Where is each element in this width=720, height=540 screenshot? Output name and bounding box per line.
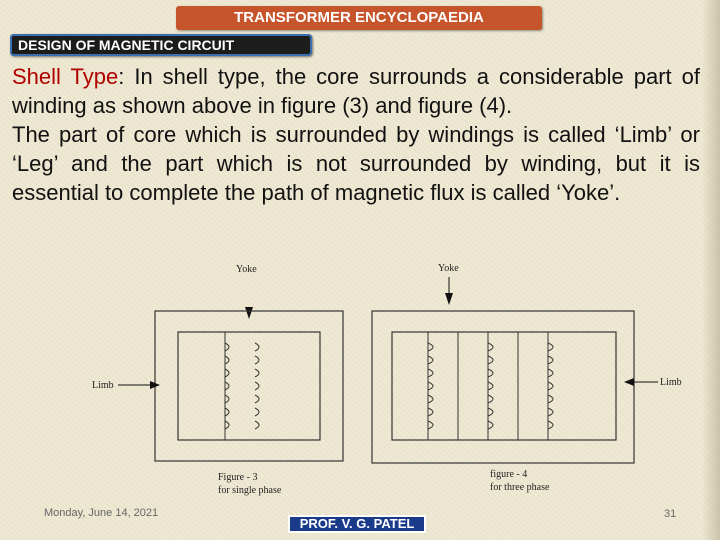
figure-4-windings [427, 342, 554, 430]
slide-edge-shadow [702, 0, 720, 540]
figure-4-yoke-arrowhead [445, 293, 453, 305]
paragraph-1-text: In shell type, the core surrounds a cons… [12, 64, 700, 118]
body-text: Shell Type: In shell type, the core surr… [12, 62, 700, 207]
figure-3-caption-2: for single phase [218, 485, 282, 496]
transformer-diagram: Yoke Limb Figure - 3 for single phase Yo… [92, 263, 682, 496]
slide-title: TRANSFORMER ENCYCLOPAEDIA [176, 6, 542, 30]
figure-3-inner-window [177, 331, 321, 441]
figure-4-limb-label: Limb [660, 377, 682, 388]
figure-3-caption-1: Figure - 3 [218, 472, 257, 483]
figure-4-caption-2: for three phase [490, 482, 550, 493]
figure-4-three-phase: Yoke Limb figure - 4 for three phase [371, 263, 682, 493]
figure-4-limb-arrowhead [624, 378, 634, 386]
figure-4-yoke-label: Yoke [438, 263, 459, 274]
paragraph-shell-type: Shell Type: In shell type, the core surr… [12, 62, 700, 120]
page-number: 31 [664, 508, 677, 520]
footer-author: PROF. V. G. PATEL [288, 515, 426, 533]
lead-separator: : [118, 64, 125, 89]
figure-3-limb-arrowhead [150, 381, 160, 389]
figure-3-limb-label: Limb [92, 380, 114, 391]
lead-term: Shell Type [12, 64, 119, 89]
footer-date: Monday, June 14, 2021 [44, 507, 159, 519]
figure-3-yoke-label: Yoke [236, 264, 257, 275]
figure-3-yoke-arrow [245, 307, 253, 319]
paragraph-2: The part of core which is surrounded by … [12, 122, 700, 205]
figure-4-outer-core [371, 310, 635, 464]
figure-3-winding [224, 342, 260, 430]
figure-3-outer-core [154, 310, 344, 462]
figure-4-inner-window [391, 331, 617, 441]
figure-4-caption-1: figure - 4 [490, 469, 527, 480]
section-title: DESIGN OF MAGNETIC CIRCUIT [10, 34, 312, 56]
figure-3-single-phase: Yoke Limb Figure - 3 for single phase [92, 264, 344, 496]
